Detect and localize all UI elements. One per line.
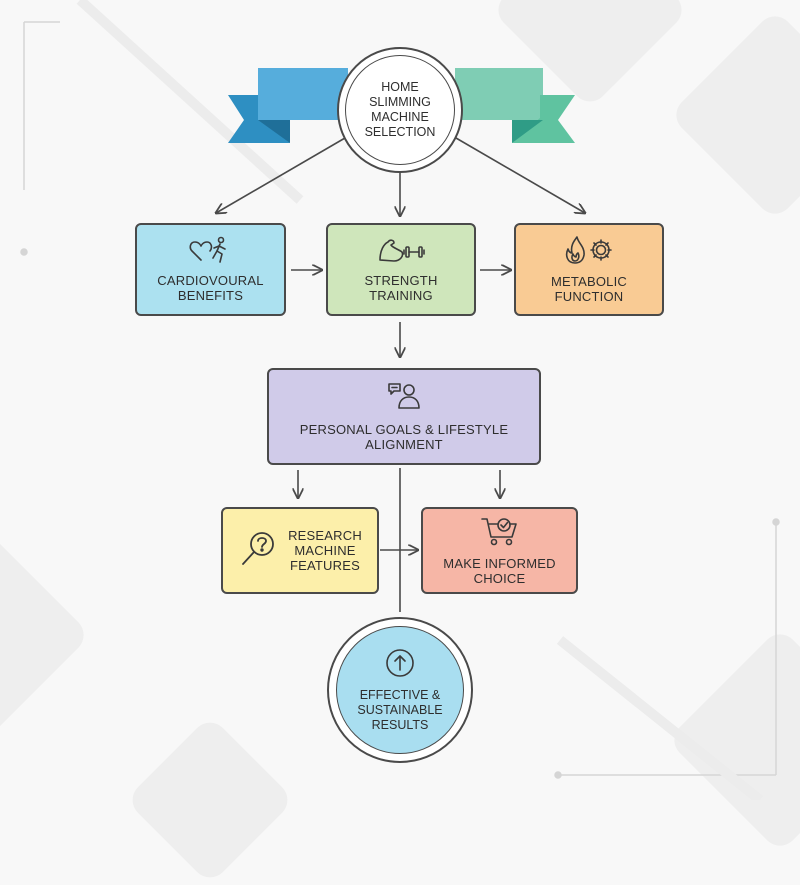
node-label: MAKE INFORMED CHOICE bbox=[443, 556, 556, 586]
node-strength-training: STRENGTH TRAINING bbox=[326, 223, 476, 316]
ribbon-banner bbox=[228, 68, 575, 143]
flexed-arm-dumbbell-icon bbox=[376, 236, 426, 267]
node-metabolic-function: METABOLIC FUNCTION bbox=[514, 223, 664, 316]
cart-check-icon bbox=[480, 515, 520, 550]
node-personal-goals: PERSONAL GOALS & LIFESTYLE ALIGNMENT bbox=[267, 368, 541, 465]
up-arrow-circle-icon bbox=[385, 648, 415, 682]
node-cardiovascular-benefits: CARDIOVOURAL BENEFITS bbox=[135, 223, 286, 316]
arrow-hub-to-metabolic bbox=[455, 137, 585, 213]
ribbon-left-fold bbox=[258, 120, 290, 143]
hub-label: HOME SLIMMING MACHINE SELECTION bbox=[345, 55, 455, 165]
person-speech-icon bbox=[387, 381, 421, 412]
ribbon-right-fold bbox=[512, 120, 543, 143]
ribbon-left-band bbox=[258, 68, 348, 120]
node-label: STRENGTH TRAINING bbox=[364, 273, 438, 303]
node-make-informed-choice: MAKE INFORMED CHOICE bbox=[421, 507, 578, 594]
ribbon-right-band bbox=[455, 68, 543, 120]
node-label: CARDIOVOURAL BENEFITS bbox=[157, 273, 264, 303]
node-label: RESEARCH MACHINE FEATURES bbox=[288, 528, 362, 573]
result-circle: EFFECTIVE & SUSTAINABLE RESULTS bbox=[327, 617, 473, 763]
node-research-machine-features: RESEARCH MACHINE FEATURES bbox=[221, 507, 379, 594]
result-label: EFFECTIVE & SUSTAINABLE RESULTS bbox=[357, 687, 443, 732]
node-label: METABOLIC FUNCTION bbox=[551, 274, 627, 304]
connectors bbox=[20, 0, 780, 800]
node-label: PERSONAL GOALS & LIFESTYLE ALIGNMENT bbox=[299, 422, 509, 452]
background-corner-lines bbox=[20, 0, 780, 800]
flame-gear-icon bbox=[563, 235, 615, 268]
arrow-hub-to-cardio bbox=[216, 137, 346, 213]
result-inner-circle: EFFECTIVE & SUSTAINABLE RESULTS bbox=[336, 626, 464, 754]
magnifier-question-icon bbox=[238, 529, 278, 572]
hub-circle: HOME SLIMMING MACHINE SELECTION bbox=[337, 47, 463, 173]
heart-running-person-icon bbox=[189, 236, 233, 267]
